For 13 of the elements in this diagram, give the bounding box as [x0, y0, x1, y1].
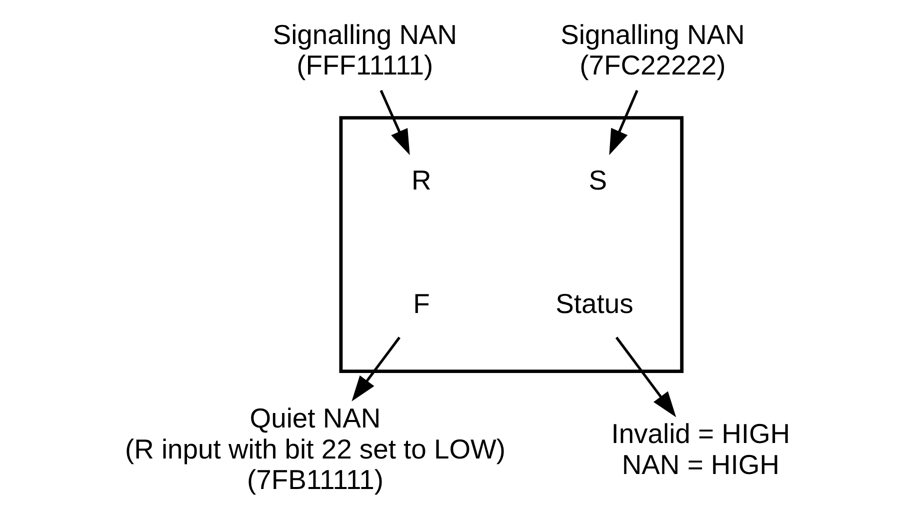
node-text: R: [412, 164, 432, 196]
arrow: [352, 336, 400, 402]
arrow: [609, 90, 638, 156]
arrow: [615, 336, 676, 418]
node-text: Signalling NAN (7FC22222): [560, 18, 745, 81]
cluster: [339, 116, 684, 374]
node-text: Quiet NAN (R input with bit 22 set to LOW) (7FB11111): [124, 402, 506, 496]
node-text: Invalid = HIGH NAN = HIGH: [611, 418, 790, 480]
arrow: [380, 90, 410, 156]
node-text: Status: [556, 288, 634, 319]
node-text: Signalling NAN (FFF11111): [272, 18, 458, 81]
node-text: S: [588, 164, 608, 196]
node-text: F: [413, 288, 430, 319]
